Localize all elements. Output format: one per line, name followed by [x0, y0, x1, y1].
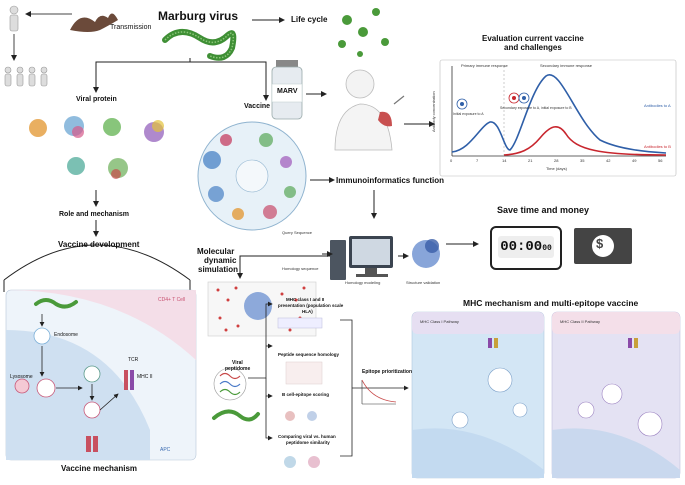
immunoinformatics-label: Immunoinformatics function [336, 176, 444, 185]
timer-value: 00:00 [500, 239, 543, 255]
bat-icon [70, 13, 118, 32]
chart-x-tick: 28 [554, 158, 559, 163]
lysosome-label: Lysosome [10, 374, 33, 380]
virus-filament-icon [162, 29, 237, 61]
chart-initial-exposure: Initial exposure to A [453, 112, 484, 116]
vaccine-vial-icon [271, 60, 303, 120]
chart-legend-b: Antibodies to B [644, 144, 671, 149]
virion-cluster-icon [338, 8, 389, 57]
viral-peptidome-label-1: Viral [232, 360, 243, 366]
antibodies-b-curve [503, 126, 667, 156]
protein-structure-icon [29, 116, 164, 179]
peptide-homology-label: Peptide sequence homology [278, 352, 340, 357]
mhc-class-ii-label: MHC Class II Pathway [560, 319, 601, 324]
computer-icon [330, 236, 393, 280]
chart-x-tick: 49 [632, 158, 637, 163]
chart-x-tick: 56 [658, 158, 663, 163]
virus-filament-icon [164, 31, 235, 59]
antibodies-a-curve [451, 73, 667, 154]
viral-peptidome-label-2: peptidome [225, 366, 251, 372]
title-marburg-virus: Marburg virus [158, 9, 239, 23]
chart-second-exposure: Secondary exposure to A, initial exposur… [500, 106, 572, 110]
apc-label: APC [160, 447, 171, 453]
tcr-label: TCR [128, 357, 139, 363]
eval-title-line-2: and challenges [504, 43, 562, 52]
chart-legend-a: Antibodies to A [644, 103, 671, 108]
chart-primary-label: Primary immune response [461, 63, 508, 68]
vaccine-mechanism-label: Vaccine mechanism [61, 464, 138, 473]
chart-x-tick: 14 [502, 158, 507, 163]
protein-model-icon [412, 239, 440, 268]
money-icon [574, 228, 632, 264]
life-cycle-label: Life cycle [291, 15, 328, 24]
chart-x-label: Time (days) [546, 166, 567, 171]
endosome-label: Endosome [54, 332, 78, 338]
role-mechanism-label: Role and mechanism [59, 211, 130, 218]
chart-x-tick: 7 [476, 158, 479, 163]
immune-response-chart [439, 59, 677, 177]
vial-label: MARV [277, 88, 298, 95]
md-label-1: Molecular [197, 247, 235, 256]
flow-arc [3, 244, 191, 281]
mhc-class-i-panel [411, 311, 545, 479]
chart-x-tick: 0 [450, 158, 453, 163]
timer-small: 00 [542, 244, 552, 253]
mhc-presentation-1: MHC class I and II [286, 297, 325, 302]
chart-x-tick: 42 [606, 158, 611, 163]
homology-modeling-label: Homology modeling [345, 280, 381, 285]
query-sequence-label: Query Sequence [282, 230, 313, 235]
mhc-presentation-3: HLA) [302, 309, 313, 314]
analysis-icons [277, 317, 323, 468]
mhc-mechanism-title: MHC mechanism and multi-epitope vaccine [463, 298, 639, 308]
mhc-ii-label: MHC II [137, 374, 153, 380]
md-label-3: simulation [198, 265, 239, 274]
timer-icon: 00:0000 [490, 226, 562, 270]
vaccine-development-label: Vaccine development [58, 240, 140, 249]
vaccine-label: Vaccine [244, 103, 271, 110]
chart-secondary-label: Secondary immune response [540, 63, 593, 68]
chart-x-tick: 35 [580, 158, 585, 163]
structure-validation-label: Structure validation [406, 280, 441, 285]
epitope-rank-chart [361, 379, 397, 405]
vaccine-platform-wheel [197, 121, 307, 231]
vaccine-mechanism-panel [5, 289, 197, 461]
eval-title-line-1: Evaluation current vaccine [482, 34, 584, 43]
transmission-label: Transmission [110, 24, 152, 31]
compare-label-1: Comparing viral vs. human [278, 434, 336, 439]
viral-protein-label: Viral protein [76, 96, 117, 103]
save-time-money-label: Save time and money [497, 205, 590, 215]
homology-sequence-label: Homology sequence [282, 266, 319, 271]
epitope-prioritization-label: Epitope prioritization [362, 369, 412, 375]
chart-x-tick: 21 [528, 158, 533, 163]
cd4-tcell-label: CD4+ T Cell [158, 297, 186, 303]
peptidome-circle [213, 367, 247, 401]
bcell-scoring-label: B cell-epitope scoring [282, 392, 330, 397]
mhc-class-ii-panel [551, 311, 681, 479]
compare-label-2: peptidome similarity [286, 440, 330, 445]
vaccinated-person-icon [334, 69, 405, 151]
human-icon [4, 5, 48, 87]
chart-y-label: Antibody concentration [431, 91, 436, 132]
mhc-presentation-2: presentation (population scale [278, 303, 344, 308]
mhc-class-i-label: MHC Class I Pathway [420, 319, 459, 324]
dollar-sign: $ [596, 236, 604, 251]
md-label-2: dynamic [204, 256, 237, 265]
